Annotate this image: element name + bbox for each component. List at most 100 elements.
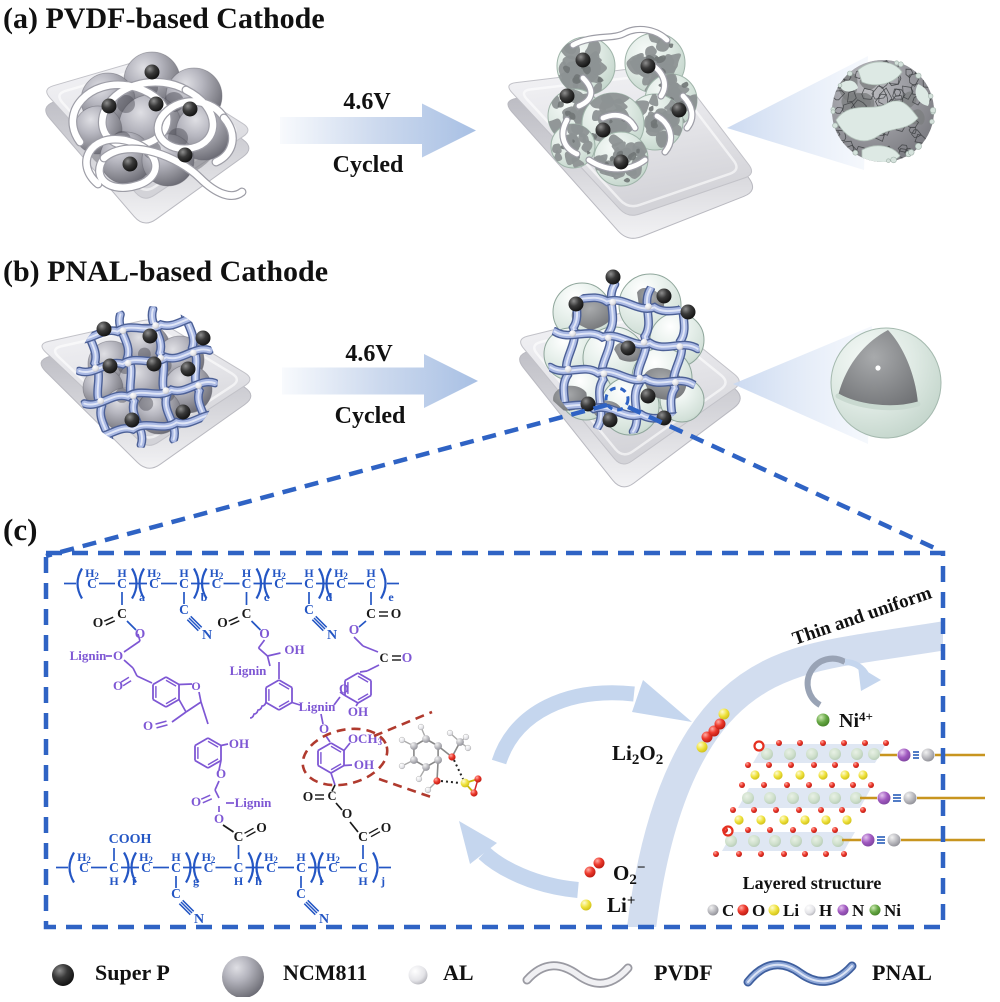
- svg-text:O: O: [752, 901, 765, 920]
- svg-text:Lignin: Lignin: [235, 795, 273, 810]
- svg-text:O: O: [339, 681, 349, 696]
- svg-text:O: O: [135, 626, 146, 641]
- svg-text:b: b: [201, 590, 208, 604]
- svg-text:H: H: [117, 566, 127, 580]
- svg-text:O: O: [381, 820, 392, 835]
- svg-text:PVDF: PVDF: [654, 960, 713, 985]
- svg-text:OH: OH: [354, 757, 374, 772]
- svg-text:O: O: [93, 615, 104, 630]
- svg-text:O: O: [391, 606, 402, 621]
- svg-text:C: C: [109, 860, 119, 875]
- svg-text:H: H: [171, 850, 181, 864]
- svg-text:O: O: [113, 648, 123, 663]
- svg-text:H: H: [304, 566, 314, 580]
- svg-text:Lignin: Lignin: [230, 663, 268, 678]
- svg-text:N: N: [327, 628, 337, 643]
- svg-text:C: C: [358, 829, 368, 844]
- svg-text:COOH: COOH: [109, 832, 152, 847]
- svg-text:N: N: [319, 912, 329, 927]
- svg-text:Li+: Li+: [607, 893, 635, 917]
- svg-text:C: C: [234, 860, 244, 875]
- svg-text:O: O: [259, 626, 270, 641]
- svg-text:OH: OH: [229, 736, 249, 751]
- svg-text:C: C: [179, 576, 189, 591]
- svg-text:NCM811: NCM811: [283, 960, 367, 985]
- svg-text:Lignin: Lignin: [70, 648, 108, 663]
- svg-text:H: H: [296, 850, 306, 864]
- svg-text:h: h: [255, 874, 262, 888]
- svg-text:C: C: [171, 886, 181, 901]
- svg-text:C: C: [234, 829, 244, 844]
- svg-text:C: C: [336, 576, 346, 591]
- svg-text:C: C: [327, 789, 336, 803]
- svg-text:C: C: [171, 860, 181, 875]
- svg-text:H: H: [109, 874, 119, 888]
- svg-text:C: C: [141, 860, 151, 875]
- svg-text:H: H: [242, 566, 252, 580]
- svg-text:H: H: [234, 874, 244, 888]
- svg-text:O: O: [214, 811, 224, 826]
- svg-text:c: c: [264, 590, 270, 604]
- svg-text:C: C: [149, 576, 159, 591]
- svg-text:C: C: [722, 901, 734, 920]
- svg-text:O: O: [256, 820, 267, 835]
- svg-text:C: C: [117, 606, 127, 621]
- svg-text:C: C: [79, 860, 89, 875]
- svg-text:C: C: [296, 886, 306, 901]
- svg-text:OH: OH: [284, 642, 304, 657]
- svg-text:Cycled: Cycled: [333, 152, 404, 178]
- svg-text:PNAL: PNAL: [872, 960, 932, 985]
- svg-text:O: O: [349, 622, 360, 637]
- svg-text:O: O: [216, 766, 226, 781]
- svg-text:e: e: [388, 590, 394, 604]
- svg-text:O: O: [303, 789, 314, 804]
- svg-text:Lignin: Lignin: [299, 699, 337, 714]
- svg-text:(c): (c): [3, 512, 37, 547]
- svg-text:C: C: [366, 576, 376, 591]
- svg-text:H: H: [819, 901, 832, 920]
- svg-text:C: C: [266, 860, 276, 875]
- svg-text:H: H: [358, 874, 368, 888]
- svg-text:4.6V: 4.6V: [343, 89, 391, 115]
- svg-text:C: C: [328, 860, 338, 875]
- svg-text:C: C: [87, 576, 97, 591]
- svg-text:C: C: [304, 576, 314, 591]
- svg-text:g: g: [193, 874, 199, 888]
- svg-text:H: H: [366, 566, 376, 580]
- svg-text:C: C: [179, 602, 189, 617]
- svg-text:Layered structure: Layered structure: [743, 873, 882, 893]
- svg-text:Ni: Ni: [884, 901, 901, 920]
- svg-text:C: C: [242, 576, 252, 591]
- svg-text:4.6V: 4.6V: [345, 341, 393, 367]
- svg-text:O: O: [402, 650, 413, 665]
- svg-text:O: O: [143, 718, 153, 733]
- svg-text:C: C: [204, 860, 214, 875]
- svg-text:N: N: [194, 912, 204, 927]
- svg-text:N: N: [202, 628, 212, 643]
- svg-text:C: C: [117, 576, 127, 591]
- svg-text:(a) PVDF-based Cathode: (a) PVDF-based Cathode: [3, 2, 325, 35]
- svg-text:Super P: Super P: [95, 960, 170, 985]
- svg-text:Li: Li: [783, 901, 799, 920]
- svg-text:C: C: [242, 606, 252, 621]
- svg-text:C: C: [212, 576, 222, 591]
- svg-text:C: C: [358, 860, 368, 875]
- svg-text:O: O: [113, 678, 123, 693]
- svg-text:O: O: [191, 679, 200, 693]
- svg-text:C: C: [296, 860, 306, 875]
- svg-text:AL: AL: [443, 960, 474, 985]
- svg-text:C: C: [366, 606, 376, 621]
- svg-text:(b) PNAL-based Cathode: (b) PNAL-based Cathode: [3, 255, 328, 288]
- svg-text:O: O: [191, 794, 201, 809]
- svg-text:O: O: [217, 615, 228, 630]
- svg-text:C: C: [274, 576, 284, 591]
- svg-text:OH: OH: [348, 704, 368, 719]
- svg-text:O: O: [319, 721, 329, 736]
- svg-text:C: C: [304, 602, 314, 617]
- svg-text:j: j: [380, 874, 385, 888]
- svg-text:Cycled: Cycled: [335, 403, 406, 429]
- svg-text:N: N: [852, 901, 865, 920]
- svg-text:Li2O2: Li2O2: [612, 741, 663, 768]
- svg-text:H: H: [179, 566, 189, 580]
- svg-text:O: O: [342, 806, 353, 821]
